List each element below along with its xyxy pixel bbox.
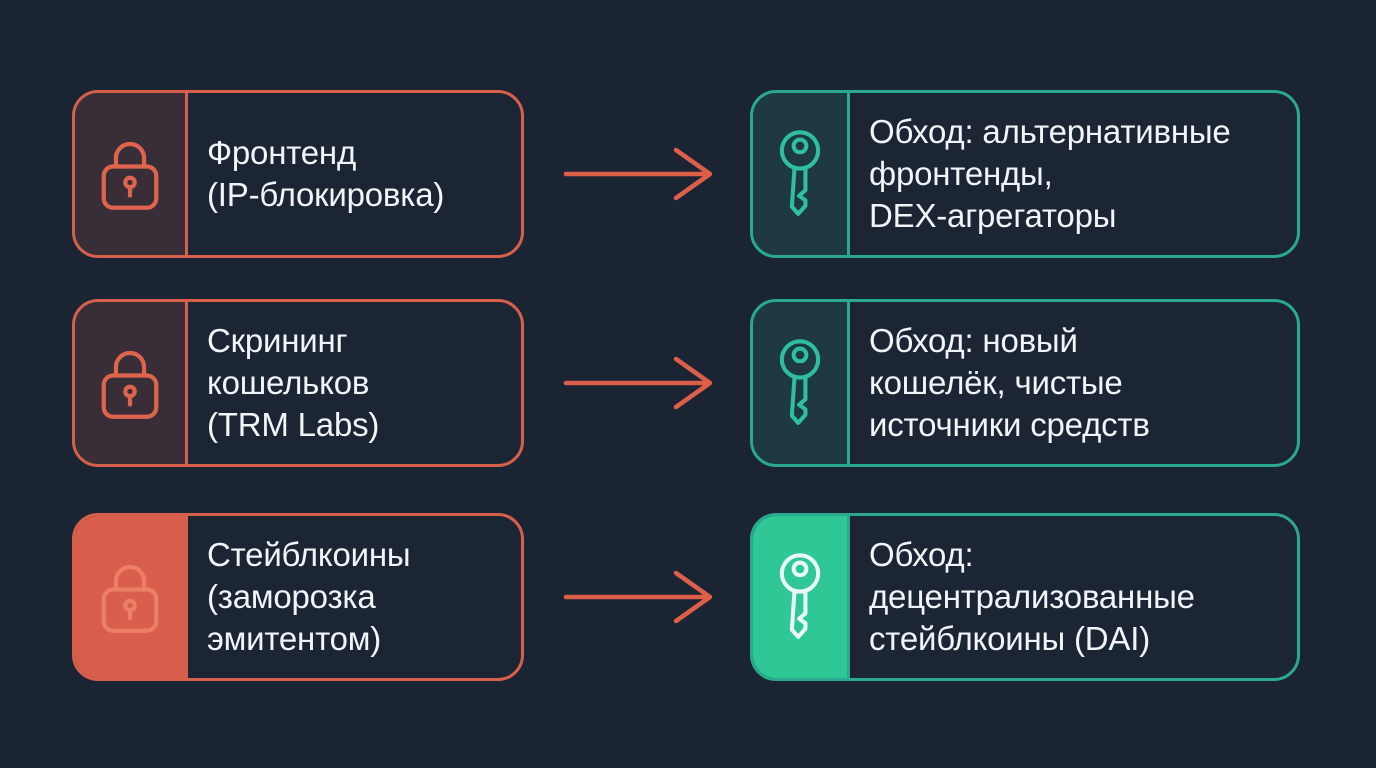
bypass-text-line: фронтенды, [869,155,1053,192]
diagram-row: Стейблкоины (заморозка эмитентом) [0,513,1376,681]
key-icon [771,337,829,429]
restriction-text-line: (IP-блокировка) [207,176,445,213]
lock-icon [100,559,160,635]
bypass-card: Обход: новый кошелёк, чистые источники с… [750,299,1300,467]
bypass-text-line: Обход: новый [869,322,1078,359]
bypass-text-line: DEX-агрегаторы [869,197,1117,234]
bypass-text-line: Обход: [869,536,974,573]
arrow-right-icon [563,147,713,201]
arrow-right-icon [563,356,713,410]
restriction-text-line: Стейблкоины [207,536,411,573]
lock-icon [100,136,160,212]
key-icon-panel [753,516,850,678]
diagram-row: Фронтенд (IP-блокировка) Обход: альтерна… [0,90,1376,258]
restriction-card: Скрининг кошельков (TRM Labs) [72,299,524,467]
lock-icon [100,345,160,421]
restriction-text-line: Фронтенд [207,134,356,171]
bypass-card: Обход: альтернативные фронтенды, DEX-агр… [750,90,1300,258]
bypass-text-line: стейблкоины (DAI) [869,620,1150,657]
bypass-card: Обход: децентрализованные стейблкоины (D… [750,513,1300,681]
restriction-text: Скрининг кошельков (TRM Labs) [188,302,521,464]
restriction-card: Фронтенд (IP-блокировка) [72,90,524,258]
restriction-text-line: (TRM Labs) [207,406,380,443]
lock-icon-panel [75,93,188,255]
bypass-text-line: кошелёк, чистые [869,364,1123,401]
lock-icon-panel [75,516,188,678]
restriction-text-line: кошельков [207,364,370,401]
lock-icon-panel [75,302,188,464]
diagram-row: Скрининг кошельков (TRM Labs) Обх [0,299,1376,467]
bypass-text-line: источники средств [869,406,1150,443]
restriction-text: Фронтенд (IP-блокировка) [188,93,521,255]
restriction-text: Стейблкоины (заморозка эмитентом) [188,516,521,678]
restriction-card: Стейблкоины (заморозка эмитентом) [72,513,524,681]
restriction-text-line: эмитентом) [207,620,382,657]
key-icon-panel [753,302,850,464]
bypass-text: Обход: новый кошелёк, чистые источники с… [850,302,1297,464]
key-icon [771,551,829,643]
arrow-right-icon [563,570,713,624]
key-icon [771,128,829,220]
restriction-text-line: (заморозка [207,578,376,615]
key-icon-panel [753,93,850,255]
restriction-text-line: Скрининг [207,322,348,359]
bypass-text-line: Обход: альтернативные [869,113,1231,150]
bypass-text: Обход: децентрализованные стейблкоины (D… [850,516,1297,678]
bypass-text: Обход: альтернативные фронтенды, DEX-агр… [850,93,1297,255]
bypass-text-line: децентрализованные [869,578,1195,615]
